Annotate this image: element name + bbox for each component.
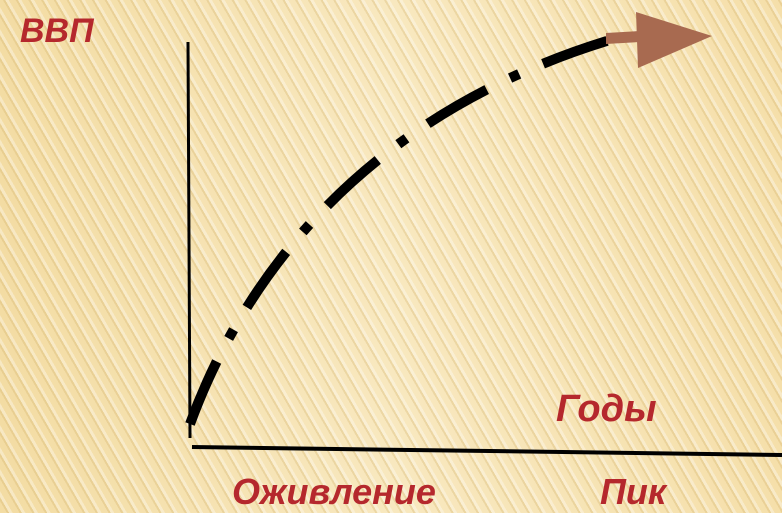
arrow-icon: [606, 12, 712, 68]
x-axis: [191, 445, 782, 457]
y-axis-label: ВВП: [20, 12, 94, 50]
y-axis: [186, 41, 192, 439]
phase-label-peak: Пик: [600, 471, 667, 512]
x-axis-label: Годы: [556, 388, 657, 430]
phase-label-recovery: Оживление: [232, 471, 436, 512]
growth-curve: [185, 35, 612, 426]
